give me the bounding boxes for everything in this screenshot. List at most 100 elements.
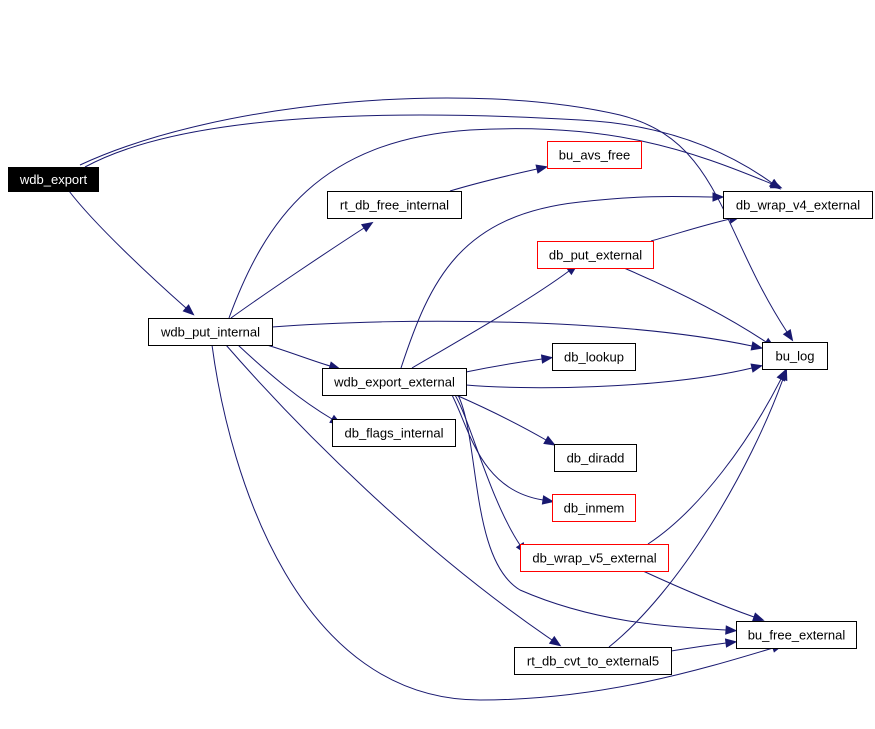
edge-line (68, 190, 187, 309)
edge-wdb_export_external-to-db_inmem (451, 394, 555, 505)
edge-line (642, 570, 755, 618)
edge-line (608, 378, 784, 648)
edge-line (237, 344, 333, 420)
edge-wdb_put_internal-to-db_wrap_v4_external (228, 128, 783, 319)
edge-line (455, 394, 547, 441)
node-label: db_flags_internal (344, 426, 443, 441)
node-label: wdb_export (19, 172, 88, 187)
edges-layer (68, 97, 794, 701)
edge-line (454, 394, 521, 546)
node-box (514, 647, 672, 675)
edge-arrowhead (548, 635, 562, 647)
node-box (520, 544, 669, 572)
node-db-flags-internal[interactable]: db_flags_internal (332, 419, 456, 447)
edge-line (84, 114, 773, 184)
edge-arrowhead (751, 612, 765, 622)
node-wdb-export[interactable]: wdb_export (8, 167, 99, 192)
edge-line (211, 344, 774, 701)
node-db-lookup[interactable]: db_lookup (552, 343, 636, 371)
nodes-layer: wdb_export wdb_put_internal rt_db_free_int… (8, 141, 873, 675)
edge-arrowhead (543, 435, 556, 446)
node-rt-db-free-internal[interactable]: rt_db_free_internal (327, 191, 462, 219)
edge-arrowhead (725, 625, 738, 635)
node-box (554, 444, 637, 472)
edge-line (271, 320, 753, 347)
edge-line (266, 344, 331, 367)
edge-line (228, 128, 773, 319)
edge-wdb_export_external-to-db_diradd (455, 394, 556, 446)
edge-line (230, 227, 365, 319)
node-label: db_put_external (549, 248, 642, 263)
node-bu-avs-free[interactable]: bu_avs_free (547, 141, 642, 169)
edge-arrowhead (750, 341, 764, 351)
edge-line (647, 378, 782, 545)
edge-arrowhead (182, 304, 195, 316)
edge-arrowhead (535, 164, 549, 174)
node-label: db_inmem (564, 501, 625, 516)
node-bu-log[interactable]: bu_log (762, 342, 828, 370)
node-label: wdb_put_internal (160, 325, 260, 340)
node-box (552, 343, 636, 371)
edge-wdb_export_external-to-bu_log (465, 363, 764, 389)
edge-arrowhead (540, 354, 554, 364)
edge-line (411, 270, 570, 369)
node-wdb-export-external[interactable]: wdb_export_external (322, 368, 467, 396)
edge-rt_db_free_internal-to-bu_avs_free (449, 164, 549, 192)
edge-wdb_put_internal-to-rt_db_cvt_to_external5 (225, 344, 562, 647)
edge-wdb_put_internal-to-wdb_export_external (266, 344, 341, 371)
edge-arrowhead (541, 495, 555, 505)
edge-line (457, 394, 727, 631)
node-label: bu_avs_free (559, 148, 631, 163)
edge-wdb_put_internal-to-rt_db_free_internal (230, 221, 374, 319)
node-db-put-external[interactable]: db_put_external (537, 241, 654, 269)
edge-wdb_put_internal-to-bu_log (271, 320, 764, 351)
node-bu-free-external[interactable]: bu_free_external (736, 621, 857, 649)
edge-arrowhead (750, 363, 764, 373)
edge-db_wrap_v5_external-to-bu_free_external (642, 570, 765, 622)
node-box (547, 141, 642, 169)
edge-db_put_external-to-bu_log (623, 267, 776, 349)
edge-line (449, 168, 538, 192)
edge-wdb_export_external-to-bu_free_external (457, 394, 738, 635)
node-box (736, 621, 857, 649)
node-label: db_lookup (564, 350, 624, 365)
edge-line (623, 267, 767, 343)
edge-line (400, 195, 714, 369)
edge-wdb_export-to-db_wrap_v4_external (84, 114, 782, 190)
node-label: rt_db_cvt_to_external5 (527, 654, 659, 669)
node-db-wrap-v5-external[interactable]: db_wrap_v5_external (520, 544, 669, 572)
edge-line (650, 218, 731, 242)
node-box (322, 368, 467, 396)
edge-arrowhead (782, 328, 794, 342)
node-db-wrap-v4-external[interactable]: db_wrap_v4_external (723, 191, 873, 219)
edge-line (79, 97, 788, 333)
node-box (332, 419, 456, 447)
edge-wdb_export_external-to-db_wrap_v4_external (400, 192, 725, 369)
node-db-inmem[interactable]: db_inmem (552, 494, 636, 522)
node-rt-db-cvt-to-external5[interactable]: rt_db_cvt_to_external5 (514, 647, 672, 675)
edge-rt_db_cvt_to_external5-to-bu_free_external (670, 638, 738, 652)
node-box (8, 167, 99, 192)
edge-wdb_export_external-to-db_lookup (465, 354, 554, 373)
edge-rt_db_cvt_to_external5-to-bu_log (608, 368, 788, 648)
node-box (762, 342, 828, 370)
node-box (327, 191, 462, 219)
edge-arrowhead (712, 192, 725, 202)
edge-arrowhead (778, 368, 788, 382)
node-label: db_wrap_v4_external (736, 198, 860, 213)
node-label: bu_free_external (748, 628, 846, 643)
node-label: bu_log (775, 349, 814, 364)
node-label: db_wrap_v5_external (532, 551, 656, 566)
edge-wdb_export-to-wdb_put_internal (68, 190, 195, 316)
node-box (723, 191, 873, 219)
edge-wdb_export-to-bu_log (79, 97, 794, 342)
node-db-diradd[interactable]: db_diradd (554, 444, 637, 472)
edge-arrowhead (769, 179, 783, 189)
node-wdb-put-internal[interactable]: wdb_put_internal (148, 318, 273, 346)
node-box (537, 241, 654, 269)
node-box (148, 318, 273, 346)
edge-line (225, 344, 553, 641)
node-label: wdb_export_external (333, 375, 455, 390)
edge-line (465, 367, 753, 389)
